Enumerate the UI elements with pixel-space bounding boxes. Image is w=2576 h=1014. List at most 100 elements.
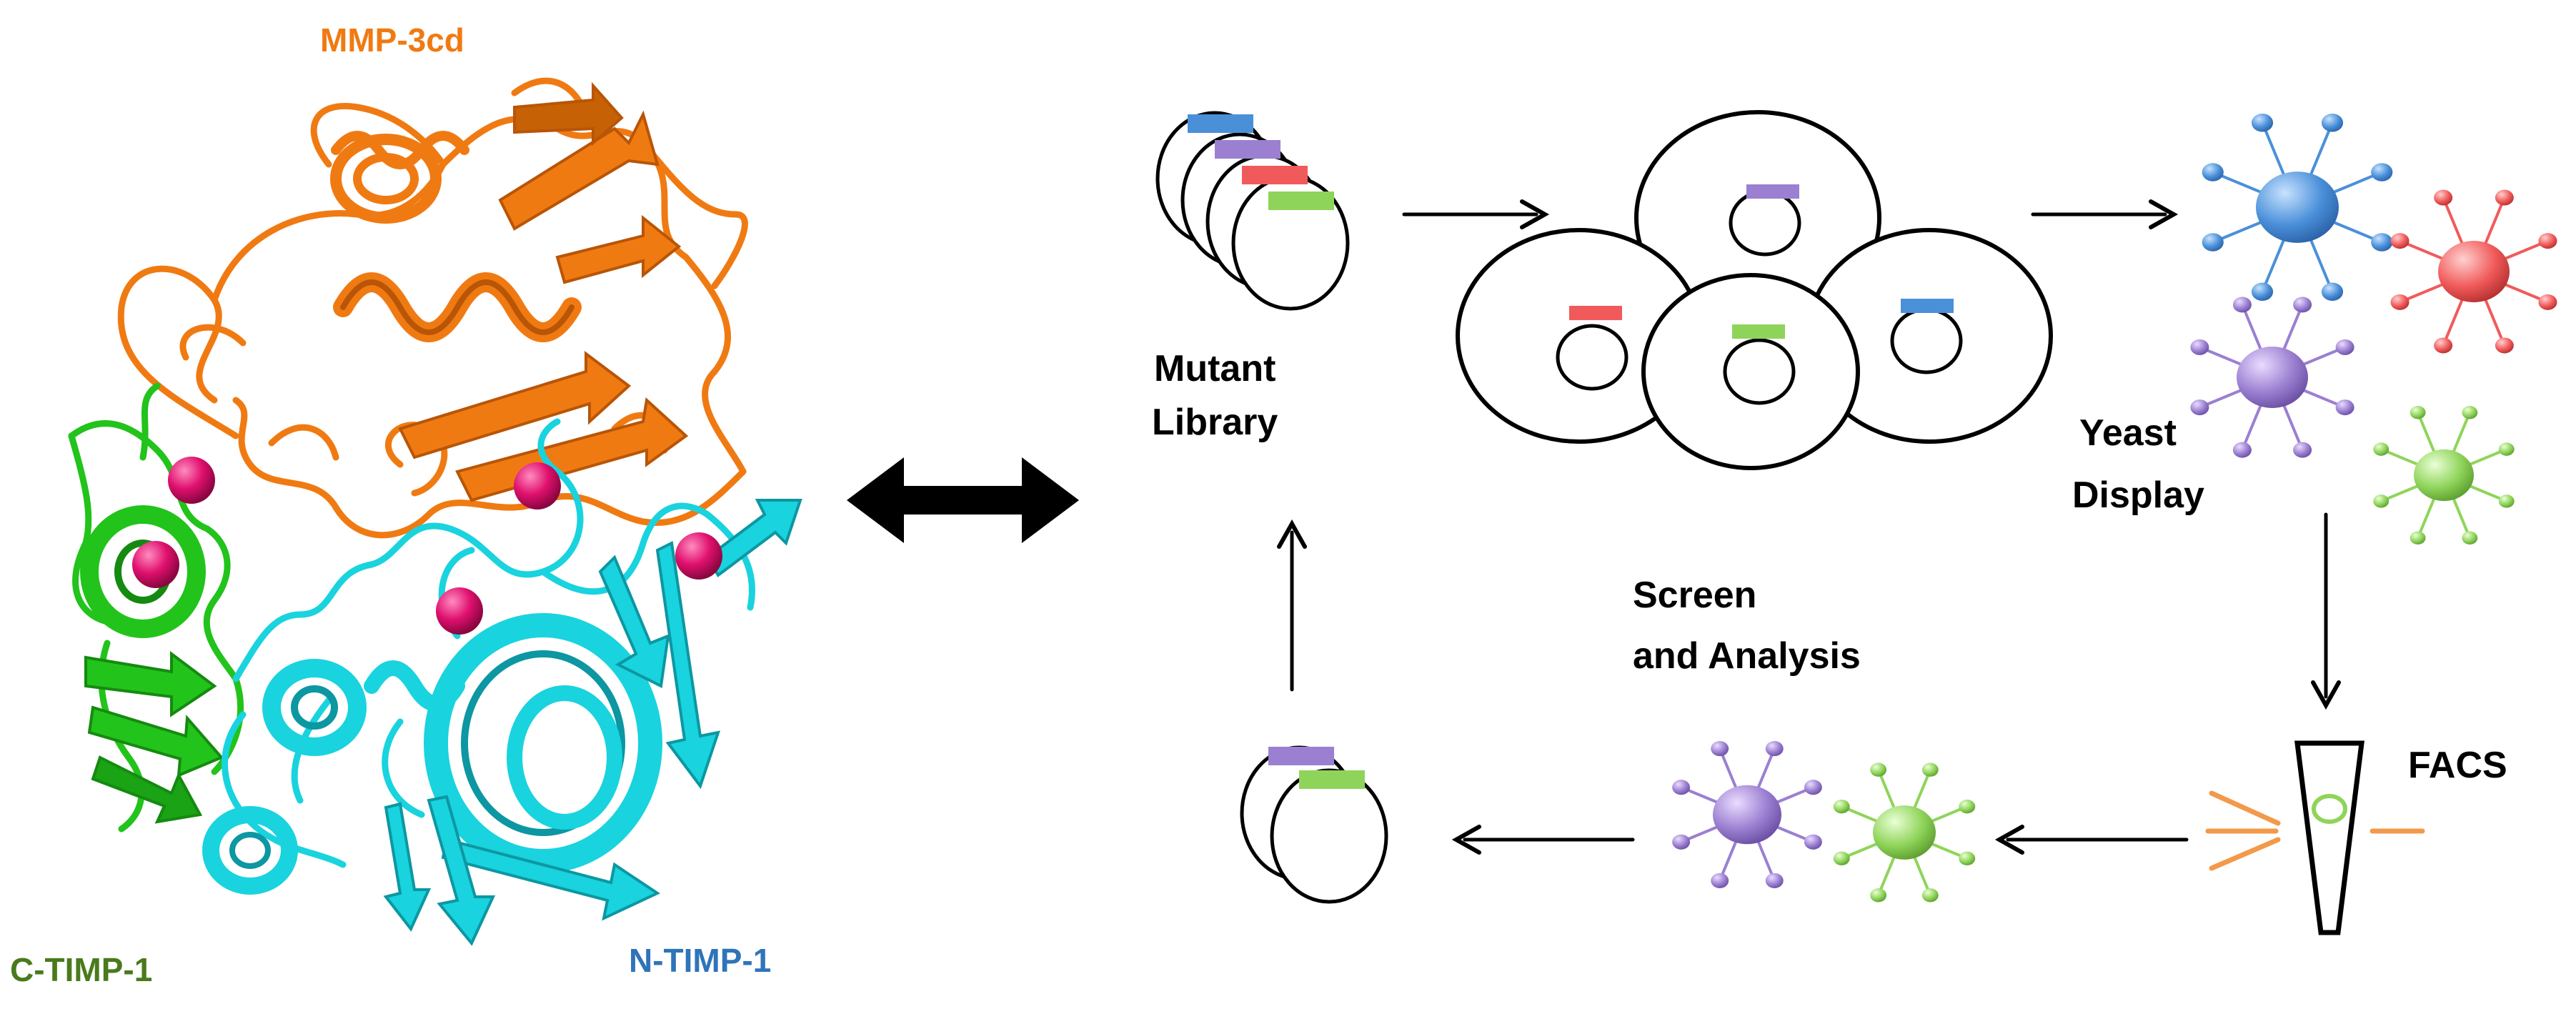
- facs-cell: [2312, 794, 2347, 824]
- workflow: [1155, 110, 2425, 935]
- yeast-insert-red: [1569, 306, 1622, 320]
- screen-label-line2: and Analysis: [1633, 635, 1861, 677]
- screen-cell-green-tip: [1959, 851, 1976, 866]
- mutant-library-plasmids: [1155, 111, 1350, 311]
- sphere-2: [132, 541, 179, 588]
- display-cell-purple-tip: [2232, 442, 2252, 458]
- display-cell-blue-tip: [2371, 163, 2393, 182]
- display-cell-green-tip: [2462, 531, 2478, 545]
- display-cell-blue-tip: [2202, 163, 2224, 182]
- mmp3cd-strands: [398, 81, 689, 502]
- ntimp1-barrel: [424, 613, 662, 873]
- screen-label-line1: Screen: [1633, 575, 1756, 616]
- ctimp1-structure: [80, 505, 224, 824]
- display-cell-green-tip: [2373, 442, 2389, 456]
- screen-cell-green-tip: [1870, 888, 1887, 903]
- display-cell-green-tip: [2373, 494, 2389, 508]
- ntimp1-domain: [222, 418, 755, 868]
- display-cell-red-body: [2438, 241, 2510, 302]
- screen-cell-purple-tip: [1711, 873, 1729, 888]
- screen-cell-purple-tip: [1672, 834, 1691, 850]
- display-cell-purple-tip: [2335, 339, 2354, 355]
- display-cell-blue-tip: [2321, 113, 2344, 132]
- arrow-display-to-facs: [2311, 512, 2341, 710]
- display-cell-purple-tip: [2293, 297, 2312, 313]
- ctimp1-label: C-TIMP-1: [10, 951, 152, 988]
- display-cell-green: [2373, 405, 2515, 545]
- display-cell-red-tip: [2495, 337, 2514, 354]
- screen-cell-green-tip: [1921, 762, 1939, 777]
- plasmid-insert-blue: [1188, 114, 1253, 133]
- display-cell-blue-body: [2256, 172, 2339, 243]
- sphere-4: [436, 587, 483, 635]
- screen-cell-purple-tip: [1765, 741, 1784, 757]
- arrow-plasmids-to-library: [1277, 519, 1307, 692]
- screen-cell-green-tip: [1833, 851, 1850, 866]
- workflow-labels: Mutant Library Yeast Display FACS Screen…: [1152, 348, 2507, 786]
- mutant-label-line1: Mutant: [1154, 348, 1275, 389]
- screen-cell-purple-tip: [1804, 834, 1822, 850]
- mmp3cd-label: MMP-3cd: [320, 21, 464, 59]
- screen-cell-green-tip: [1959, 799, 1976, 814]
- display-cell-purple: [2190, 297, 2354, 458]
- mmp3cd-helices: [330, 131, 582, 342]
- laser-line-1: [2209, 790, 2281, 826]
- display-cell-red-tip: [2434, 337, 2453, 354]
- display-cell-purple-tip: [2190, 399, 2209, 416]
- screen-cell-purple-tip: [1765, 873, 1784, 888]
- mutant-label-line2: Library: [1152, 402, 1278, 443]
- display-cell-red-tip: [2538, 294, 2557, 310]
- display-cell-purple-tip: [2232, 297, 2252, 313]
- display-cell-purple-body: [2237, 347, 2308, 408]
- screen-cell-purple-tip: [1711, 741, 1729, 757]
- screen-cell-green: [1833, 762, 1976, 903]
- selected-insert-purple: [1268, 747, 1334, 765]
- yeast-label-line2: Display: [2072, 474, 2204, 516]
- display-cell-blue-tip: [2202, 233, 2224, 252]
- display-cell-blue-tip: [2251, 282, 2274, 302]
- display-cell-green-tip: [2462, 405, 2478, 419]
- protein-structure: MMP-3cd C-TIMP-1 N-TIMP-1: [10, 21, 802, 988]
- screen-cell-purple-tip: [1672, 780, 1691, 795]
- sphere-3: [514, 462, 561, 510]
- plasmid-insert-purple: [1215, 140, 1280, 159]
- display-cell-red-tip: [2495, 189, 2514, 206]
- screen-cell-green-tip: [1833, 799, 1850, 814]
- display-cell-red-tip: [2390, 233, 2410, 249]
- display-cell-blue-tip: [2321, 282, 2344, 302]
- display-cell-red-tip: [2538, 233, 2557, 249]
- display-cell-green-tip: [2410, 531, 2426, 545]
- plasmid-insert-green: [1268, 192, 1334, 210]
- yeast-label-line1: Yeast: [2079, 412, 2177, 454]
- display-cell-purple-tip: [2293, 442, 2312, 458]
- screen-cell-green-tip: [1870, 762, 1887, 777]
- display-cell-blue: [2202, 113, 2393, 302]
- display-cell-red-tip: [2390, 294, 2410, 310]
- display-cell-red-tip: [2434, 189, 2453, 206]
- display-cell-purple-tip: [2335, 399, 2354, 416]
- selected-plasmids: [1240, 745, 1388, 904]
- yeast-display-cells: [1672, 113, 2557, 903]
- screen-cell-purple: [1672, 741, 1822, 888]
- selected-insert-green: [1299, 770, 1365, 789]
- sphere-5: [675, 532, 722, 580]
- display-cell-blue-tip: [2371, 233, 2393, 252]
- display-cell-green-tip: [2498, 494, 2515, 508]
- arrow-yeast-to-display: [2031, 199, 2179, 229]
- sphere-1: [168, 457, 215, 504]
- yeast-insert-blue: [1901, 299, 1954, 313]
- laser-line-3: [2209, 837, 2281, 871]
- display-cell-green-tip: [2410, 405, 2426, 419]
- display-cell-red: [2390, 189, 2557, 354]
- plasmid-insert-red: [1242, 166, 1308, 184]
- ntimp1-helices: [202, 659, 465, 895]
- metal-spheres: [132, 457, 722, 635]
- yeast-insert-purple: [1746, 184, 1799, 199]
- display-cell-green-tip: [2498, 442, 2515, 456]
- screen-cell-green-tip: [1921, 888, 1939, 903]
- arrow-screen-to-plasmids: [1451, 825, 1635, 855]
- facs-tube: [2205, 740, 2425, 935]
- screen-cell-purple-tip: [1804, 780, 1822, 795]
- arrow-library-to-yeast: [1402, 199, 1550, 229]
